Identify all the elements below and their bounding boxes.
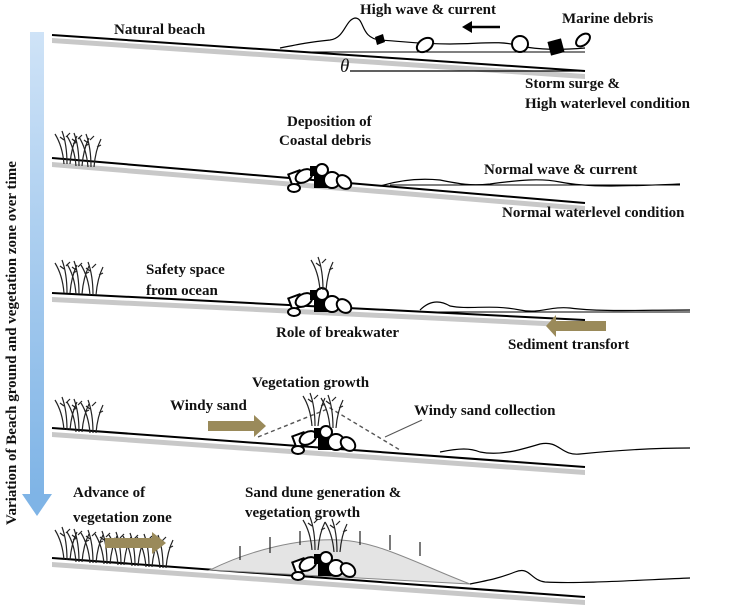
ground-shadow [52, 38, 585, 79]
advance-label-1: Advance of [73, 485, 146, 501]
wave-line [419, 301, 691, 312]
vegetation-growth-label: Vegetation growth [252, 375, 370, 391]
ground-line [51, 34, 586, 72]
ground-shadow [52, 562, 585, 605]
ground-line [51, 557, 586, 598]
natural-beach-label: Natural beach [114, 22, 206, 38]
leader-line [384, 419, 423, 438]
high-wave-label: High wave & current [360, 2, 496, 18]
debris-can [575, 32, 591, 48]
ground-shadow [52, 432, 585, 475]
debris-ball [511, 35, 529, 53]
deposition-label-1: Deposition of [287, 114, 372, 130]
high-waterlevel-label: High waterlevel condition [525, 96, 690, 112]
windy-sand-label: Windy sand [170, 398, 247, 414]
slope-angle-label: θ [340, 56, 350, 77]
advance-arrow [105, 532, 166, 554]
debris-cube [375, 34, 385, 45]
debris-pile [287, 163, 355, 193]
wave-line [469, 570, 691, 585]
sand-collection-outline [257, 407, 401, 451]
panel-sand-dune [51, 516, 691, 605]
debris-pile [291, 425, 359, 455]
normal-wave-line [379, 178, 681, 187]
time-axis-label: Variation of Beach ground and vegetation… [4, 161, 20, 525]
advance-label-2: vegetation zone [73, 510, 172, 526]
breakwater-label: Role of breakwater [276, 325, 400, 341]
dune-grass [239, 531, 421, 560]
debris-box [547, 38, 565, 56]
dune-label-2: vegetation growth [245, 505, 361, 521]
dune-label-1: Sand dune generation & [245, 485, 402, 501]
storm-surge-label: Storm surge & [525, 76, 620, 92]
deposition-label-2: Coastal debris [279, 133, 372, 149]
normal-waterlevel-label: Normal waterlevel condition [502, 205, 685, 221]
panel-natural-beach [51, 17, 591, 79]
sediment-label: Sediment transfort [508, 337, 630, 353]
wave-line [439, 442, 691, 455]
panel-safety-space [51, 256, 691, 337]
sediment-arrow [546, 315, 606, 337]
time-arrow [22, 32, 52, 516]
panel-vegetation-growth [51, 392, 691, 475]
windy-sand-arrow [208, 415, 266, 437]
safety-space-label-2: from ocean [146, 283, 218, 299]
debris-bottle [415, 36, 435, 54]
panel-deposition [51, 130, 681, 211]
marine-debris-label: Marine debris [562, 11, 654, 27]
windy-sand-collection-label: Windy sand collection [414, 403, 556, 419]
ground-shadow [52, 297, 585, 328]
normal-wave-label: Normal wave & current [484, 162, 638, 178]
safety-space-label-1: Safety space [146, 262, 225, 278]
debris-pile [287, 287, 355, 317]
